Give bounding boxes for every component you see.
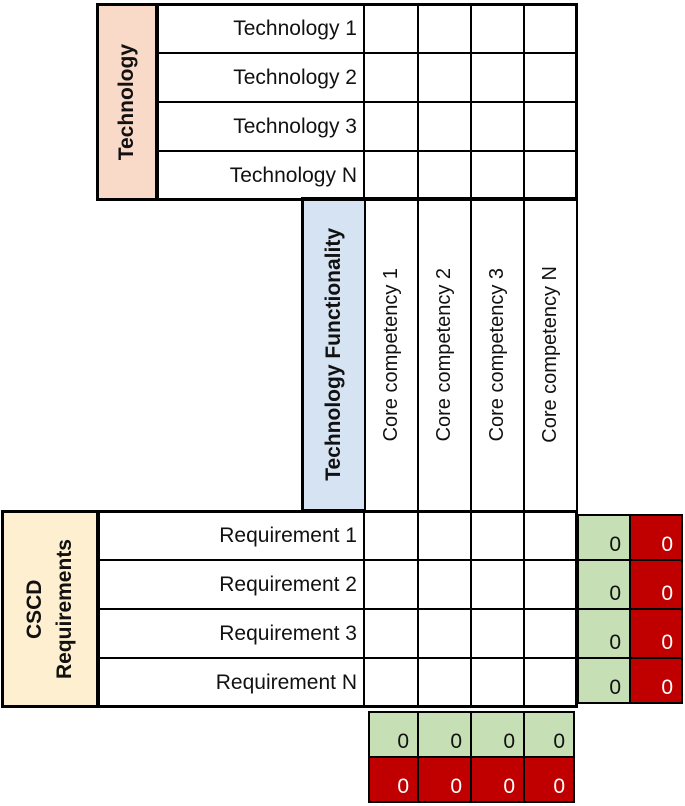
core-competency-column-header: Core competency 1 bbox=[364, 197, 419, 512]
column-total-red: 0 bbox=[417, 756, 472, 803]
row-total-red: 0 bbox=[629, 514, 683, 561]
technology-matrix-cell[interactable] bbox=[417, 101, 472, 152]
row-total-red: 0 bbox=[629, 608, 683, 659]
technology-matrix-cell[interactable] bbox=[523, 150, 578, 201]
column-total-green: 0 bbox=[523, 711, 575, 758]
technology-matrix-cell[interactable] bbox=[363, 150, 419, 201]
row-total-green: 0 bbox=[577, 657, 631, 704]
column-total-green: 0 bbox=[368, 711, 419, 758]
technology-header: Technology bbox=[96, 3, 158, 201]
technology-header-label: Technology bbox=[115, 43, 138, 161]
cscd-header-line2: Requirements bbox=[53, 538, 76, 680]
column-total-red: 0 bbox=[470, 756, 525, 803]
requirement-row-label: Requirement 1 bbox=[97, 510, 365, 561]
row-total-green: 0 bbox=[577, 559, 631, 610]
core-competency-column-header: Core competency N bbox=[523, 197, 578, 512]
column-total-green: 0 bbox=[470, 711, 525, 758]
column-total-red: 0 bbox=[368, 756, 419, 803]
row-total-green: 0 bbox=[577, 514, 631, 561]
technology-matrix-cell[interactable] bbox=[523, 101, 578, 152]
cscd-requirements-header: CSCD Requirements bbox=[1, 510, 99, 708]
requirement-row-label: Requirement 3 bbox=[97, 608, 365, 659]
column-total-green: 0 bbox=[417, 711, 472, 758]
requirements-block-outline bbox=[97, 510, 578, 708]
technology-matrix-cell[interactable] bbox=[417, 3, 472, 54]
core-competency-column-header: Core competency 2 bbox=[417, 197, 472, 512]
row-total-red: 0 bbox=[629, 657, 683, 704]
row-total-green: 0 bbox=[577, 608, 631, 659]
technology-row-label: Technology 3 bbox=[156, 101, 365, 152]
technology-matrix-cell[interactable] bbox=[363, 101, 419, 152]
technology-row-label: Technology 1 bbox=[156, 3, 365, 54]
cscd-header-line1: CSCD bbox=[23, 579, 46, 639]
technology-functionality-header: Technology Functionality bbox=[301, 197, 367, 512]
row-total-red: 0 bbox=[629, 559, 683, 610]
core-competency-column-header: Core competency 3 bbox=[470, 197, 525, 512]
column-total-red: 0 bbox=[523, 756, 575, 803]
technology-block-outline bbox=[156, 3, 578, 201]
technology-functionality-header-label: Technology Functionality bbox=[322, 228, 345, 481]
requirement-matrix-cell[interactable] bbox=[417, 510, 472, 561]
